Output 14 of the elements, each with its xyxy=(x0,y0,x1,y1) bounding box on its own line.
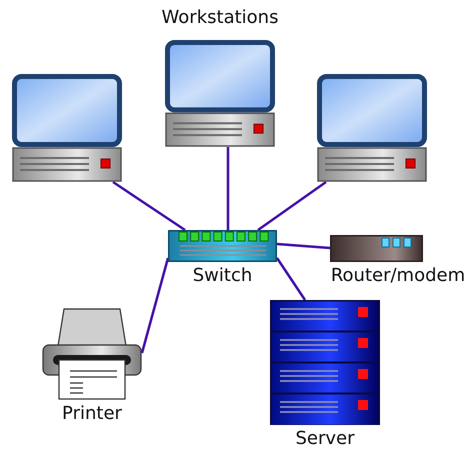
connection-line xyxy=(140,258,170,354)
desktop-computer-drawing xyxy=(317,74,427,182)
desktop-computer-drawing xyxy=(12,74,122,182)
connection-line xyxy=(226,147,230,230)
desktop-computer-drawing xyxy=(165,40,275,147)
device-label: Switch xyxy=(192,265,252,287)
device-label: Server xyxy=(295,428,355,450)
connection-line xyxy=(276,257,306,301)
connection-line xyxy=(112,180,186,232)
group-label: Workstations xyxy=(162,7,278,29)
device-label: Printer xyxy=(62,403,122,425)
connection-line xyxy=(276,242,330,250)
connection-line xyxy=(257,180,327,232)
device-label: Router/modem xyxy=(330,265,466,287)
